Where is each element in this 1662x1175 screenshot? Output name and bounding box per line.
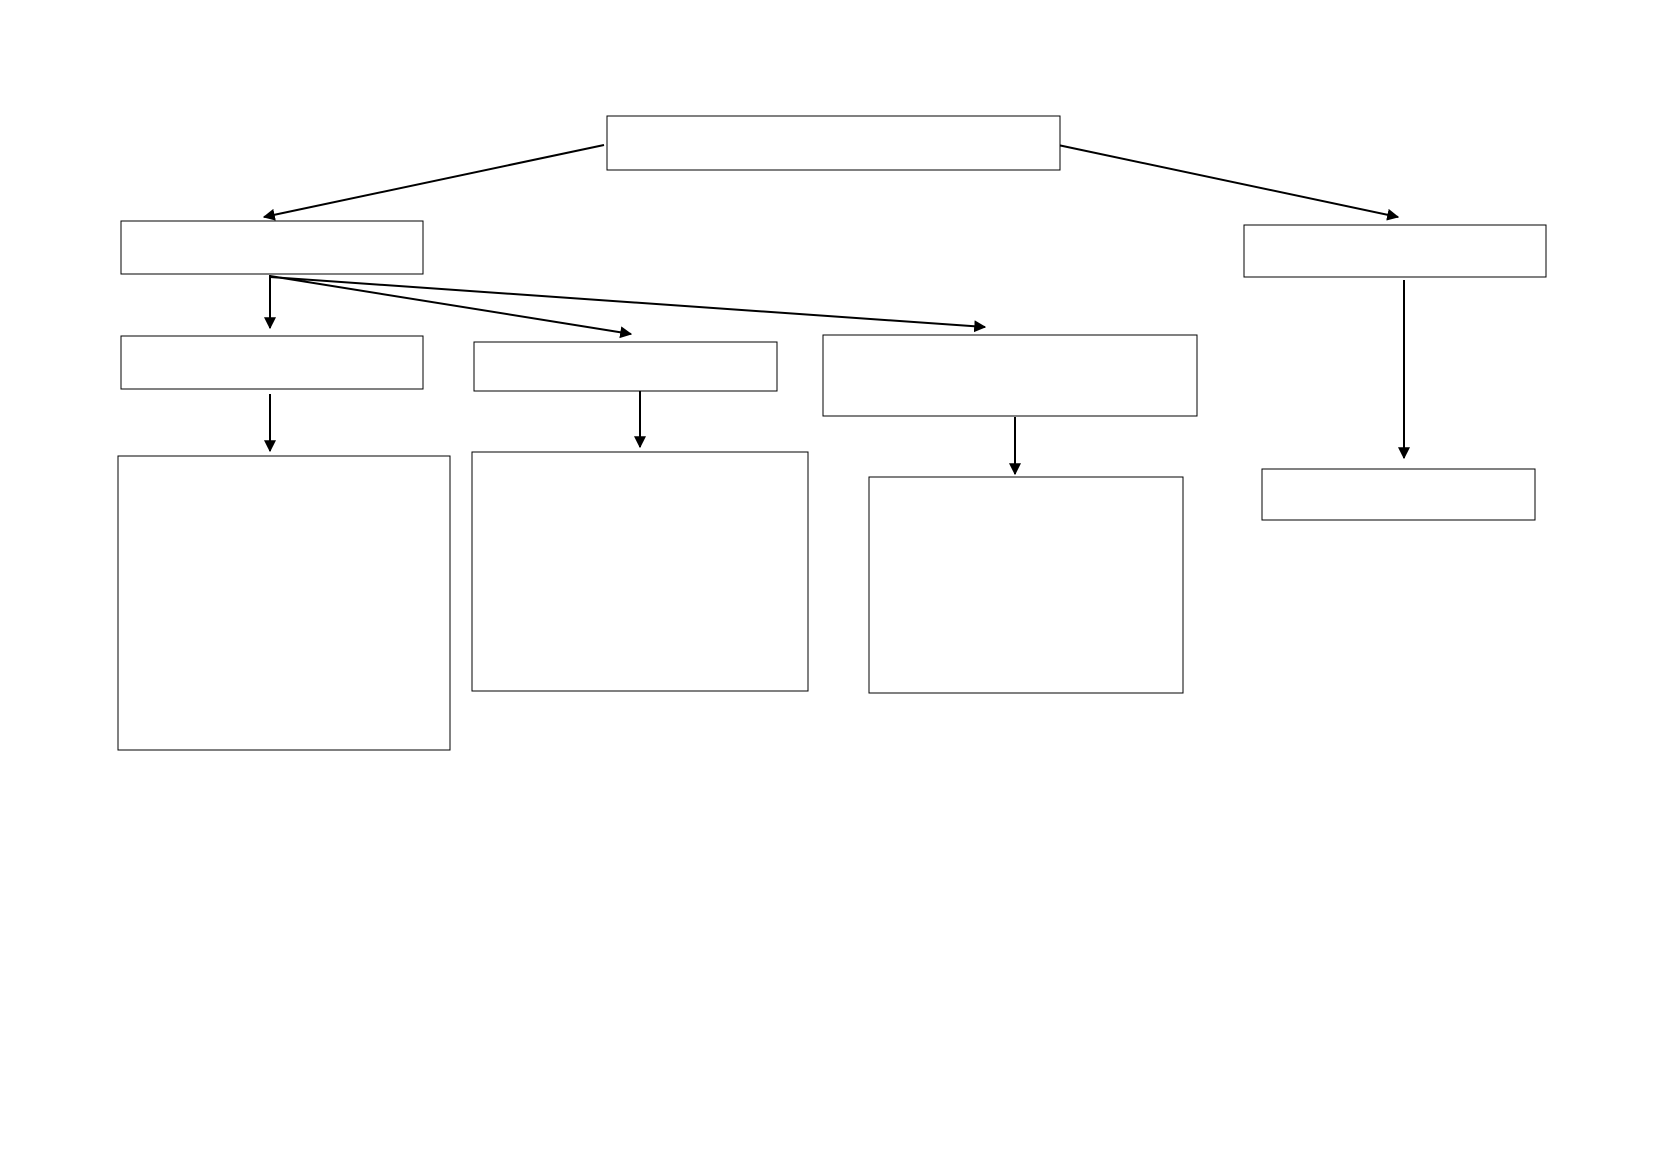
- edge-left-branch-to-child-2: [269, 275, 633, 339]
- node-detail-3: [868, 476, 1184, 694]
- node-detail-1: [117, 455, 451, 751]
- node-right-branch: [1243, 224, 1547, 278]
- node-detail-2: [471, 451, 809, 692]
- node-child-2: [473, 341, 778, 392]
- node-left-branch: [120, 220, 424, 275]
- edge-root-to-left-branch: [262, 144, 605, 221]
- edge-root-to-right-branch: [1057, 144, 1400, 221]
- node-root: [606, 115, 1061, 171]
- node-child-3: [822, 334, 1198, 417]
- edge-left-branch-to-child-3: [269, 276, 987, 333]
- node-right-detail: [1261, 468, 1536, 521]
- node-child-1: [120, 335, 424, 390]
